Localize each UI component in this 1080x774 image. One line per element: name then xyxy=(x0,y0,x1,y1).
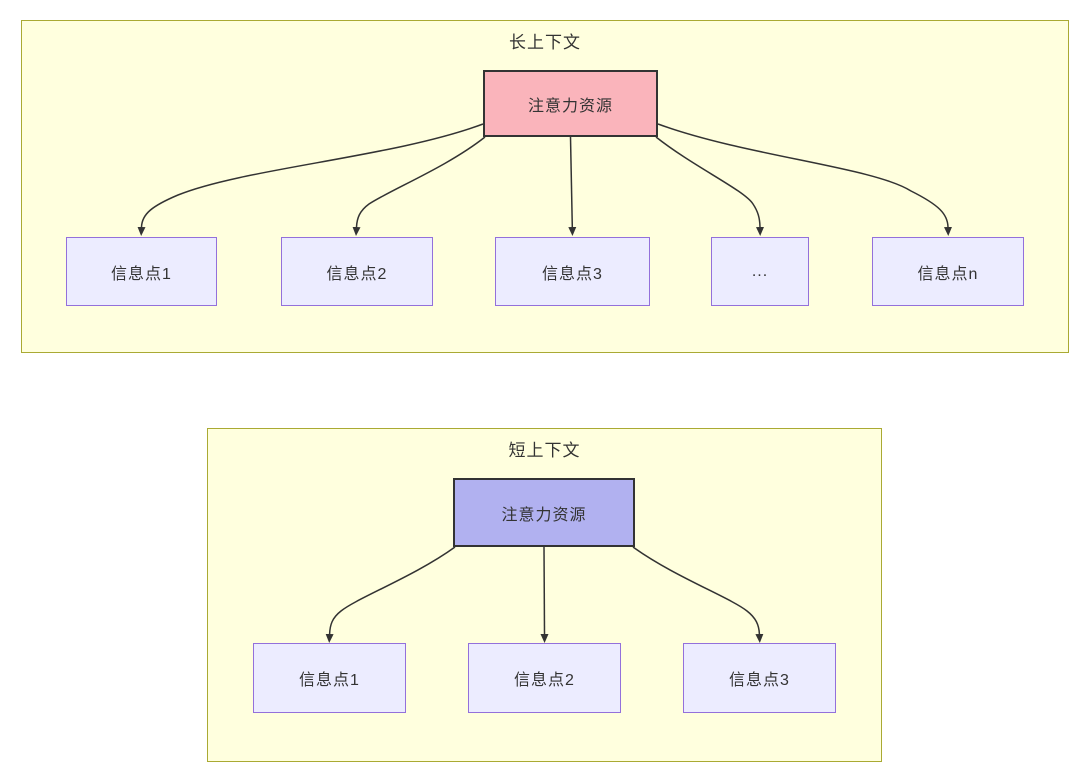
info-node-long-2: 信息点2 xyxy=(281,237,433,306)
info-node-short-1: 信息点1 xyxy=(253,643,406,713)
info-node-short-3: 信息点3 xyxy=(683,643,836,713)
info-node-long-1: 信息点1 xyxy=(66,237,217,306)
info-node-short-2: 信息点2 xyxy=(468,643,621,713)
info-node-long-3: 信息点3 xyxy=(495,237,650,306)
long-context-cluster-title: 长上下文 xyxy=(509,33,581,52)
short-context-cluster-title: 短上下文 xyxy=(508,441,581,460)
info-node-long-n: 信息点n xyxy=(872,237,1024,306)
info-node-long-ellipsis: ... xyxy=(711,237,809,306)
attention-resource-node-long: 注意力资源 xyxy=(483,70,658,137)
attention-resource-node-short: 注意力资源 xyxy=(453,478,635,547)
